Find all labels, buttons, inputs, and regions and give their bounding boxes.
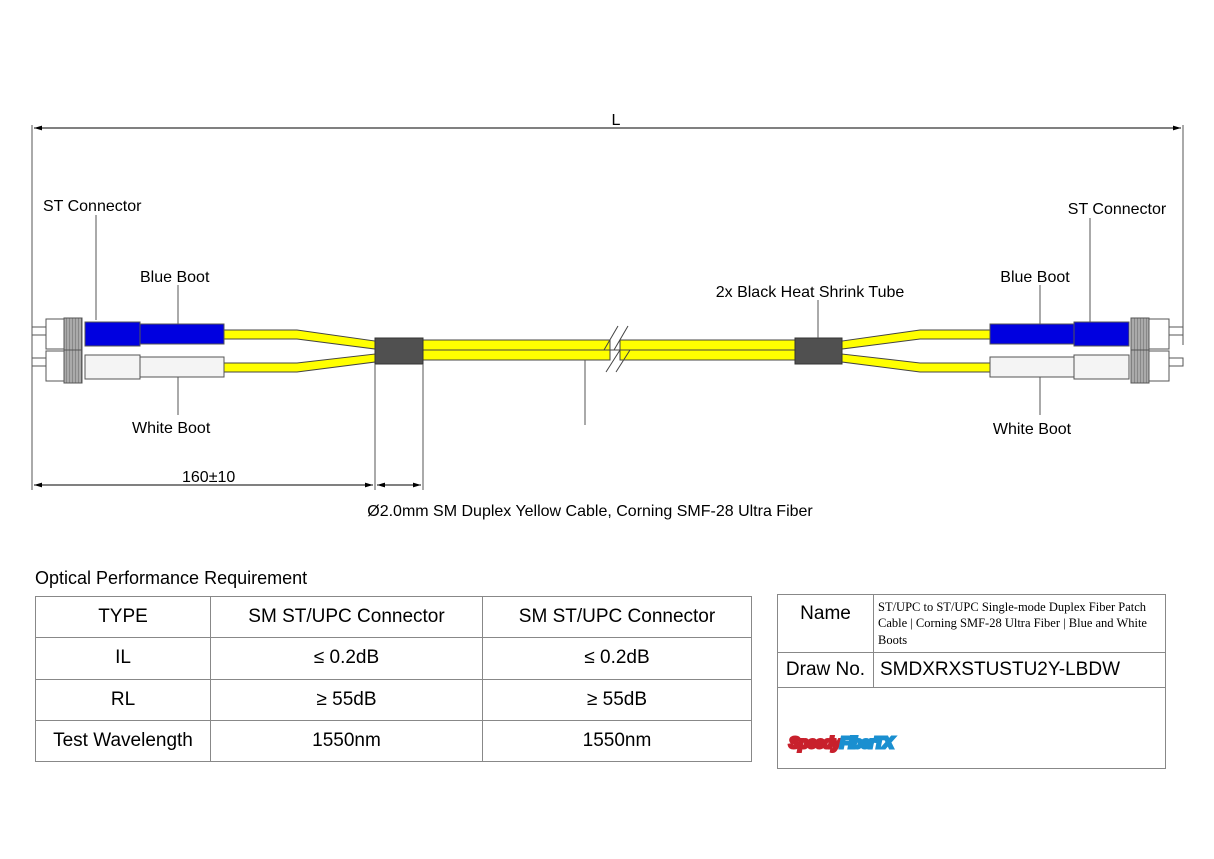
cell: ≤ 0.2dB [210, 637, 483, 680]
breakout-dimension: 160±10 [182, 469, 235, 486]
heat-shrink-left [374, 337, 424, 365]
right-connector-label: ST Connector [1068, 201, 1167, 218]
heat-shrink-right [794, 337, 843, 365]
cell: Test Wavelength [35, 719, 211, 763]
cell: ≥ 55dB [210, 678, 483, 721]
logo-cell: SpeedyFiberTX [777, 686, 1166, 769]
table-row: IL ≤ 0.2dB ≤ 0.2dB [35, 637, 752, 680]
white-boot-left [84, 354, 141, 380]
cell: ≤ 0.2dB [482, 637, 752, 680]
white-boot-right [1073, 354, 1130, 380]
header-cell: SM ST/UPC Connector [210, 595, 483, 639]
table-row: RL ≥ 55dB ≥ 55dB [35, 678, 752, 721]
cable [223, 329, 991, 373]
performance-table: TYPE SM ST/UPC Connector SM ST/UPC Conne… [35, 595, 752, 763]
name-label: Name [777, 594, 874, 653]
cell: 1550nm [210, 719, 483, 763]
title-block: Name ST/UPC to ST/UPC Single-mode Duplex… [777, 594, 1166, 769]
leader-lines [34, 215, 1091, 490]
right-st-connectors [989, 317, 1184, 384]
table-row: Test Wavelength 1550nm 1550nm [35, 719, 752, 763]
left-connector-label: ST Connector [43, 198, 142, 215]
left-blue-boot-label: Blue Boot [140, 269, 210, 286]
cable-drawing: L [31, 112, 1184, 520]
cell: IL [35, 637, 211, 680]
break-mark [603, 325, 621, 373]
performance-title: Optical Performance Requirement [35, 568, 308, 588]
heat-shrink-label: 2x Black Heat Shrink Tube [716, 284, 905, 301]
name-value: ST/UPC to ST/UPC Single-mode Duplex Fibe… [873, 594, 1166, 653]
cable-label: Ø2.0mm SM Duplex Yellow Cable, Corning S… [367, 503, 813, 520]
right-white-boot-label: White Boot [993, 421, 1072, 438]
blue-boot-right [1073, 321, 1130, 347]
length-dimension [31, 125, 1184, 490]
cell: 1550nm [482, 719, 752, 763]
cell: ≥ 55dB [482, 678, 752, 721]
speedyfibertx-logo: SpeedyFiberTX [788, 733, 898, 753]
right-blue-boot-label: Blue Boot [1000, 269, 1070, 286]
blue-boot-left [84, 321, 141, 347]
left-white-boot-label: White Boot [132, 420, 211, 437]
table-header: TYPE SM ST/UPC Connector SM ST/UPC Conne… [35, 595, 752, 639]
draw-no-value: SMDXRXSTUSTU2Y-LBDW [873, 651, 1166, 688]
cell: RL [35, 678, 211, 721]
left-st-connectors [31, 317, 225, 384]
header-cell: TYPE [35, 595, 211, 639]
length-label: L [612, 112, 621, 129]
draw-no-label: Draw No. [777, 651, 874, 688]
header-cell: SM ST/UPC Connector [482, 595, 752, 639]
svg-text:SpeedyFiberTX: SpeedyFiberTX [789, 735, 895, 752]
